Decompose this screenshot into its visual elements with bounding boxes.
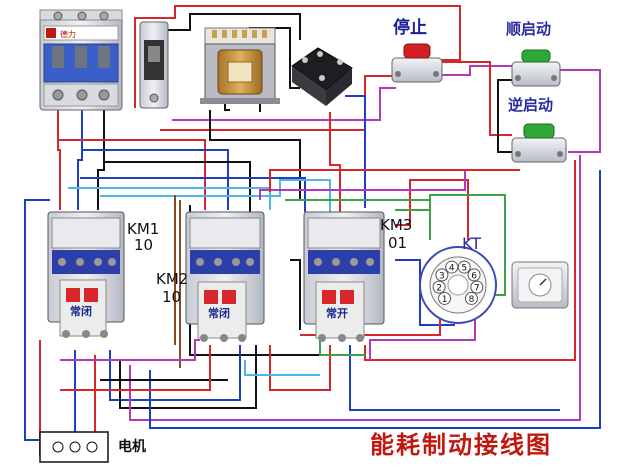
contactor-km3 bbox=[303, 211, 385, 342]
timer-pin bbox=[467, 268, 481, 282]
timer-pin-number: 1 bbox=[442, 295, 448, 305]
km2-aux-label: 常闭 bbox=[208, 307, 230, 320]
stop-button[interactable] bbox=[391, 43, 443, 83]
control-breaker bbox=[139, 21, 169, 109]
wire-phase-l2 bbox=[77, 108, 83, 210]
wires bbox=[24, 5, 601, 456]
forward-start-label: 顺启动 bbox=[506, 20, 552, 38]
km3-label: KM3 bbox=[380, 216, 413, 234]
forward-start-button[interactable] bbox=[511, 49, 561, 87]
timer-pin bbox=[438, 291, 452, 305]
contactor-km1 bbox=[47, 211, 125, 338]
timer-pin bbox=[432, 280, 446, 294]
km1-aux-label: 常闭 bbox=[70, 305, 92, 318]
diagram-title: 能耗制动接线图 bbox=[370, 431, 552, 459]
breaker-brand-text: 德力 bbox=[60, 29, 76, 39]
stop-button-label: 停止 bbox=[393, 18, 427, 38]
timer-relay bbox=[511, 261, 569, 309]
contactor-km2 bbox=[185, 211, 265, 342]
timer-pin-number: 5 bbox=[461, 264, 467, 274]
timer-pin-number: 7 bbox=[474, 284, 480, 294]
km1-label: KM1 bbox=[127, 220, 160, 238]
rectifier-bridge bbox=[291, 47, 353, 106]
timer-pin-number: 6 bbox=[471, 271, 477, 281]
timer-pin-number: 3 bbox=[439, 271, 445, 281]
km3-code: 01 bbox=[388, 234, 408, 252]
km1-code: 10 bbox=[134, 236, 154, 254]
km2-code: 10 bbox=[162, 288, 182, 306]
timer-pin-number: 8 bbox=[469, 295, 475, 305]
timer-pin bbox=[464, 291, 478, 305]
reverse-start-button[interactable] bbox=[511, 123, 567, 163]
timer-pin bbox=[445, 260, 459, 274]
transformer bbox=[200, 27, 280, 104]
motor-label: 电机 bbox=[118, 439, 146, 455]
km3-aux-label: 常开 bbox=[326, 307, 348, 320]
timer-label: KT bbox=[462, 234, 482, 253]
wire-phase-l3 bbox=[97, 108, 105, 210]
timer-pin-number: 2 bbox=[436, 284, 442, 294]
timer-pin bbox=[470, 280, 484, 294]
timer-pin bbox=[435, 268, 449, 282]
timer-pin-number: 4 bbox=[449, 264, 455, 274]
km2-label: KM2 bbox=[156, 270, 189, 288]
motor-terminal-box bbox=[39, 431, 109, 463]
timer-pin bbox=[457, 260, 471, 274]
main-breaker: 德力 bbox=[39, 9, 123, 111]
wire-phase-l1 bbox=[57, 108, 61, 210]
reverse-start-label: 逆启动 bbox=[508, 96, 554, 114]
